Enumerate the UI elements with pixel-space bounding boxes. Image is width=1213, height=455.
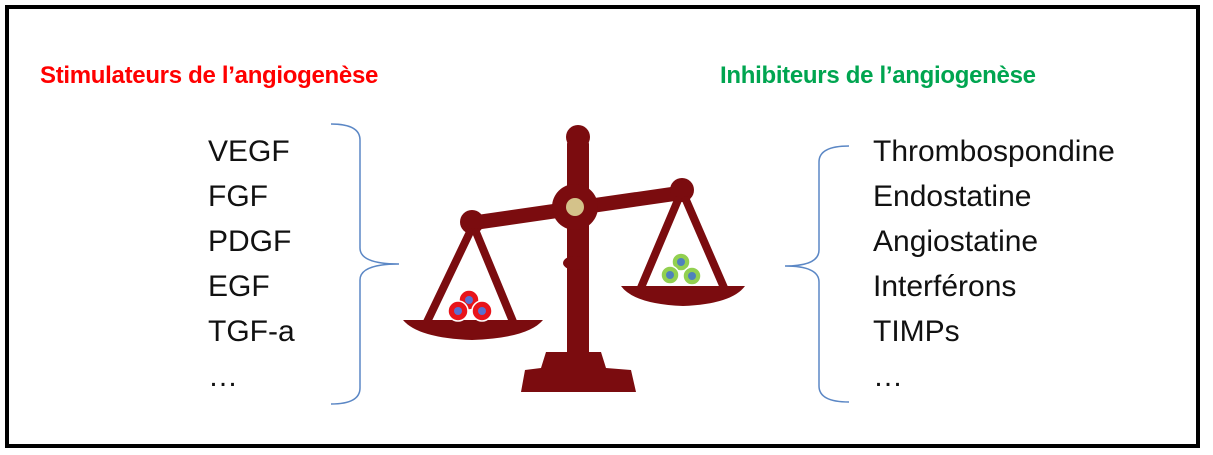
red-cells-icon xyxy=(447,289,493,322)
inhibitor-item: Thrombospondine xyxy=(873,135,1115,168)
green-cells-icon xyxy=(660,252,702,286)
stimulators-heading: Stimulateurs de l’angiogenèse xyxy=(40,62,379,89)
stimulator-item: … xyxy=(208,360,238,393)
inhibitors-heading: Inhibiteurs de l’angiogenèse xyxy=(720,62,1036,89)
right-curly-bracket xyxy=(784,145,850,403)
stimulator-item: EGF xyxy=(208,270,270,303)
inhibitor-item: Angiostatine xyxy=(873,225,1039,258)
left-curly-bracket xyxy=(330,123,400,405)
balance-scale-icon xyxy=(403,125,745,392)
inhibitors-list: Thrombospondine Endostatine Angiostatine… xyxy=(873,129,1115,399)
stimulator-item: FGF xyxy=(208,180,268,213)
pivot-icon xyxy=(566,198,584,216)
inhibitor-item: … xyxy=(873,360,903,393)
stimulator-item: VEGF xyxy=(208,135,290,168)
inhibitor-item: Interférons xyxy=(873,270,1017,303)
stimulators-list: VEGF FGF PDGF EGF TGF-a … xyxy=(208,129,295,399)
stimulator-item: TGF-a xyxy=(208,315,295,348)
inhibitor-item: Endostatine xyxy=(873,180,1032,213)
inhibitor-item: TIMPs xyxy=(873,315,960,348)
stimulator-item: PDGF xyxy=(208,225,292,258)
